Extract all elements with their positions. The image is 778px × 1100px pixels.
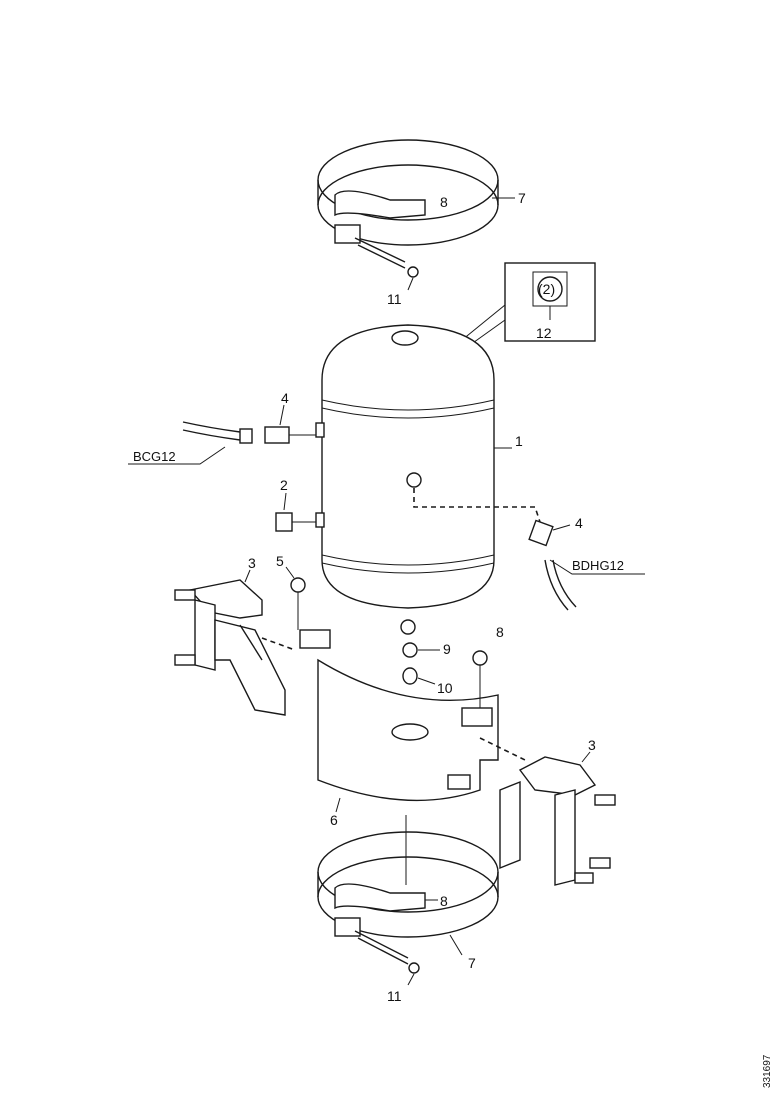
right-bracket (479, 737, 616, 886)
bottom-mounting-strap (317, 815, 499, 986)
inset-box (461, 262, 596, 346)
ref-right-pipe: BDHG12 (572, 558, 624, 573)
callout-7-bottom: 7 (468, 955, 476, 971)
callout-12: 12 (536, 325, 552, 341)
callout-2: 2 (280, 477, 288, 493)
callout-5: 5 (276, 553, 284, 569)
callout-8-right: 8 (496, 624, 504, 640)
callout-11-top: 11 (387, 291, 402, 307)
callout-1: 1 (515, 433, 523, 449)
air-tank (315, 324, 512, 635)
callout-10: 10 (437, 680, 453, 696)
callout-7-top: 7 (518, 190, 526, 206)
document-id: 331697 (762, 1054, 773, 1088)
right-pipe-fitting (413, 488, 645, 611)
plug (275, 492, 316, 532)
callout-9: 9 (443, 641, 451, 657)
callout-4-right: 4 (575, 515, 583, 531)
drain-fittings (402, 642, 440, 685)
inset-symbol: (2) (538, 281, 555, 297)
left-pipe-fitting (128, 404, 316, 465)
callout-3-left: 3 (248, 555, 256, 571)
callout-6: 6 (330, 812, 338, 828)
callout-3-right: 3 (588, 737, 596, 753)
callout-8-top: 8 (440, 194, 448, 210)
callout-4-left: 4 (281, 390, 289, 406)
lower-shield (299, 629, 499, 813)
ref-left-pipe: BCG12 (133, 449, 176, 464)
left-bracket (174, 569, 296, 716)
top-mounting-strap (317, 139, 515, 291)
callout-11-bottom: 11 (387, 988, 402, 1004)
washers (285, 566, 488, 708)
callout-8-bottom: 8 (440, 893, 448, 909)
